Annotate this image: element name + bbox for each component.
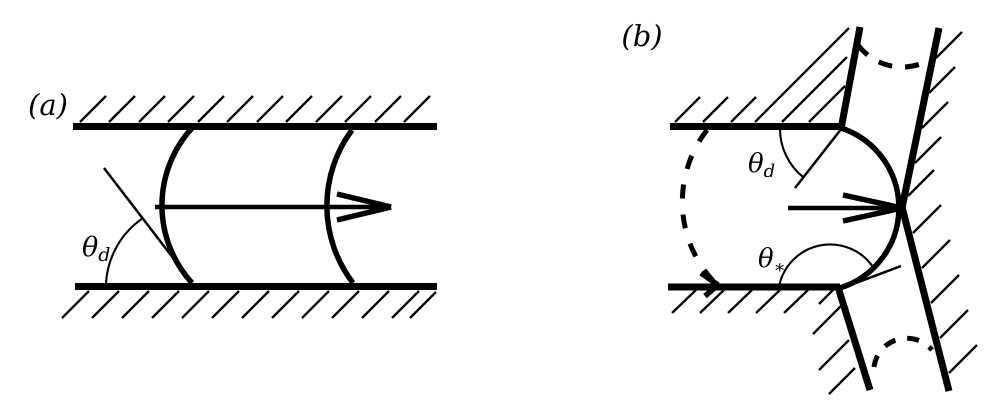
panel-b-theta-star-label: θ∗ — [758, 244, 786, 278]
panel-b-theta-d-arc — [778, 128, 804, 178]
panel-b-upper-right-tilted-wall — [898, 27, 943, 209]
panel-b-dashed-meniscus-lower-branch — [871, 335, 934, 368]
panel-b-theta-star-tangent-line — [839, 264, 902, 291]
panel-a-top-hatching — [79, 95, 431, 123]
panel-b: (b) — [621, 19, 978, 395]
panel-b-upper-left-tilted-wall — [837, 26, 864, 130]
panel-b-upper-right-hatching — [907, 31, 963, 197]
panel-b-top-hatching — [674, 27, 850, 123]
panel-a-flow-arrow — [155, 191, 392, 223]
panel-b-theta-d-label: θd — [748, 149, 775, 182]
panel-b-theta-d-tangent-line — [794, 127, 843, 189]
panel-b-lower-right-hatching — [912, 204, 978, 374]
panel-b-dashed-meniscus-upper-branch — [855, 43, 931, 70]
panel-a: (a) — [28, 88, 437, 319]
panel-b-dashed-meniscus-arrowhead — [699, 270, 720, 299]
panel-b-lower-left-tilted-wall — [834, 285, 874, 392]
panel-b-dashed-meniscus-left — [679, 128, 718, 286]
panel-b-flow-arrow — [788, 192, 903, 224]
panel-a-bottom-hatching — [61, 290, 437, 319]
panel-a-contact-angle-arc — [104, 217, 144, 284]
panel-b-theta-star-arc — [777, 243, 874, 288]
panel-a-theta-d-label: θd — [82, 232, 110, 266]
panel-b-lower-right-tilted-wall — [898, 206, 953, 392]
panel-b-label: (b) — [621, 19, 662, 53]
panel-a-label: (a) — [28, 88, 68, 122]
panel-b-bottom-hatching — [671, 288, 856, 395]
